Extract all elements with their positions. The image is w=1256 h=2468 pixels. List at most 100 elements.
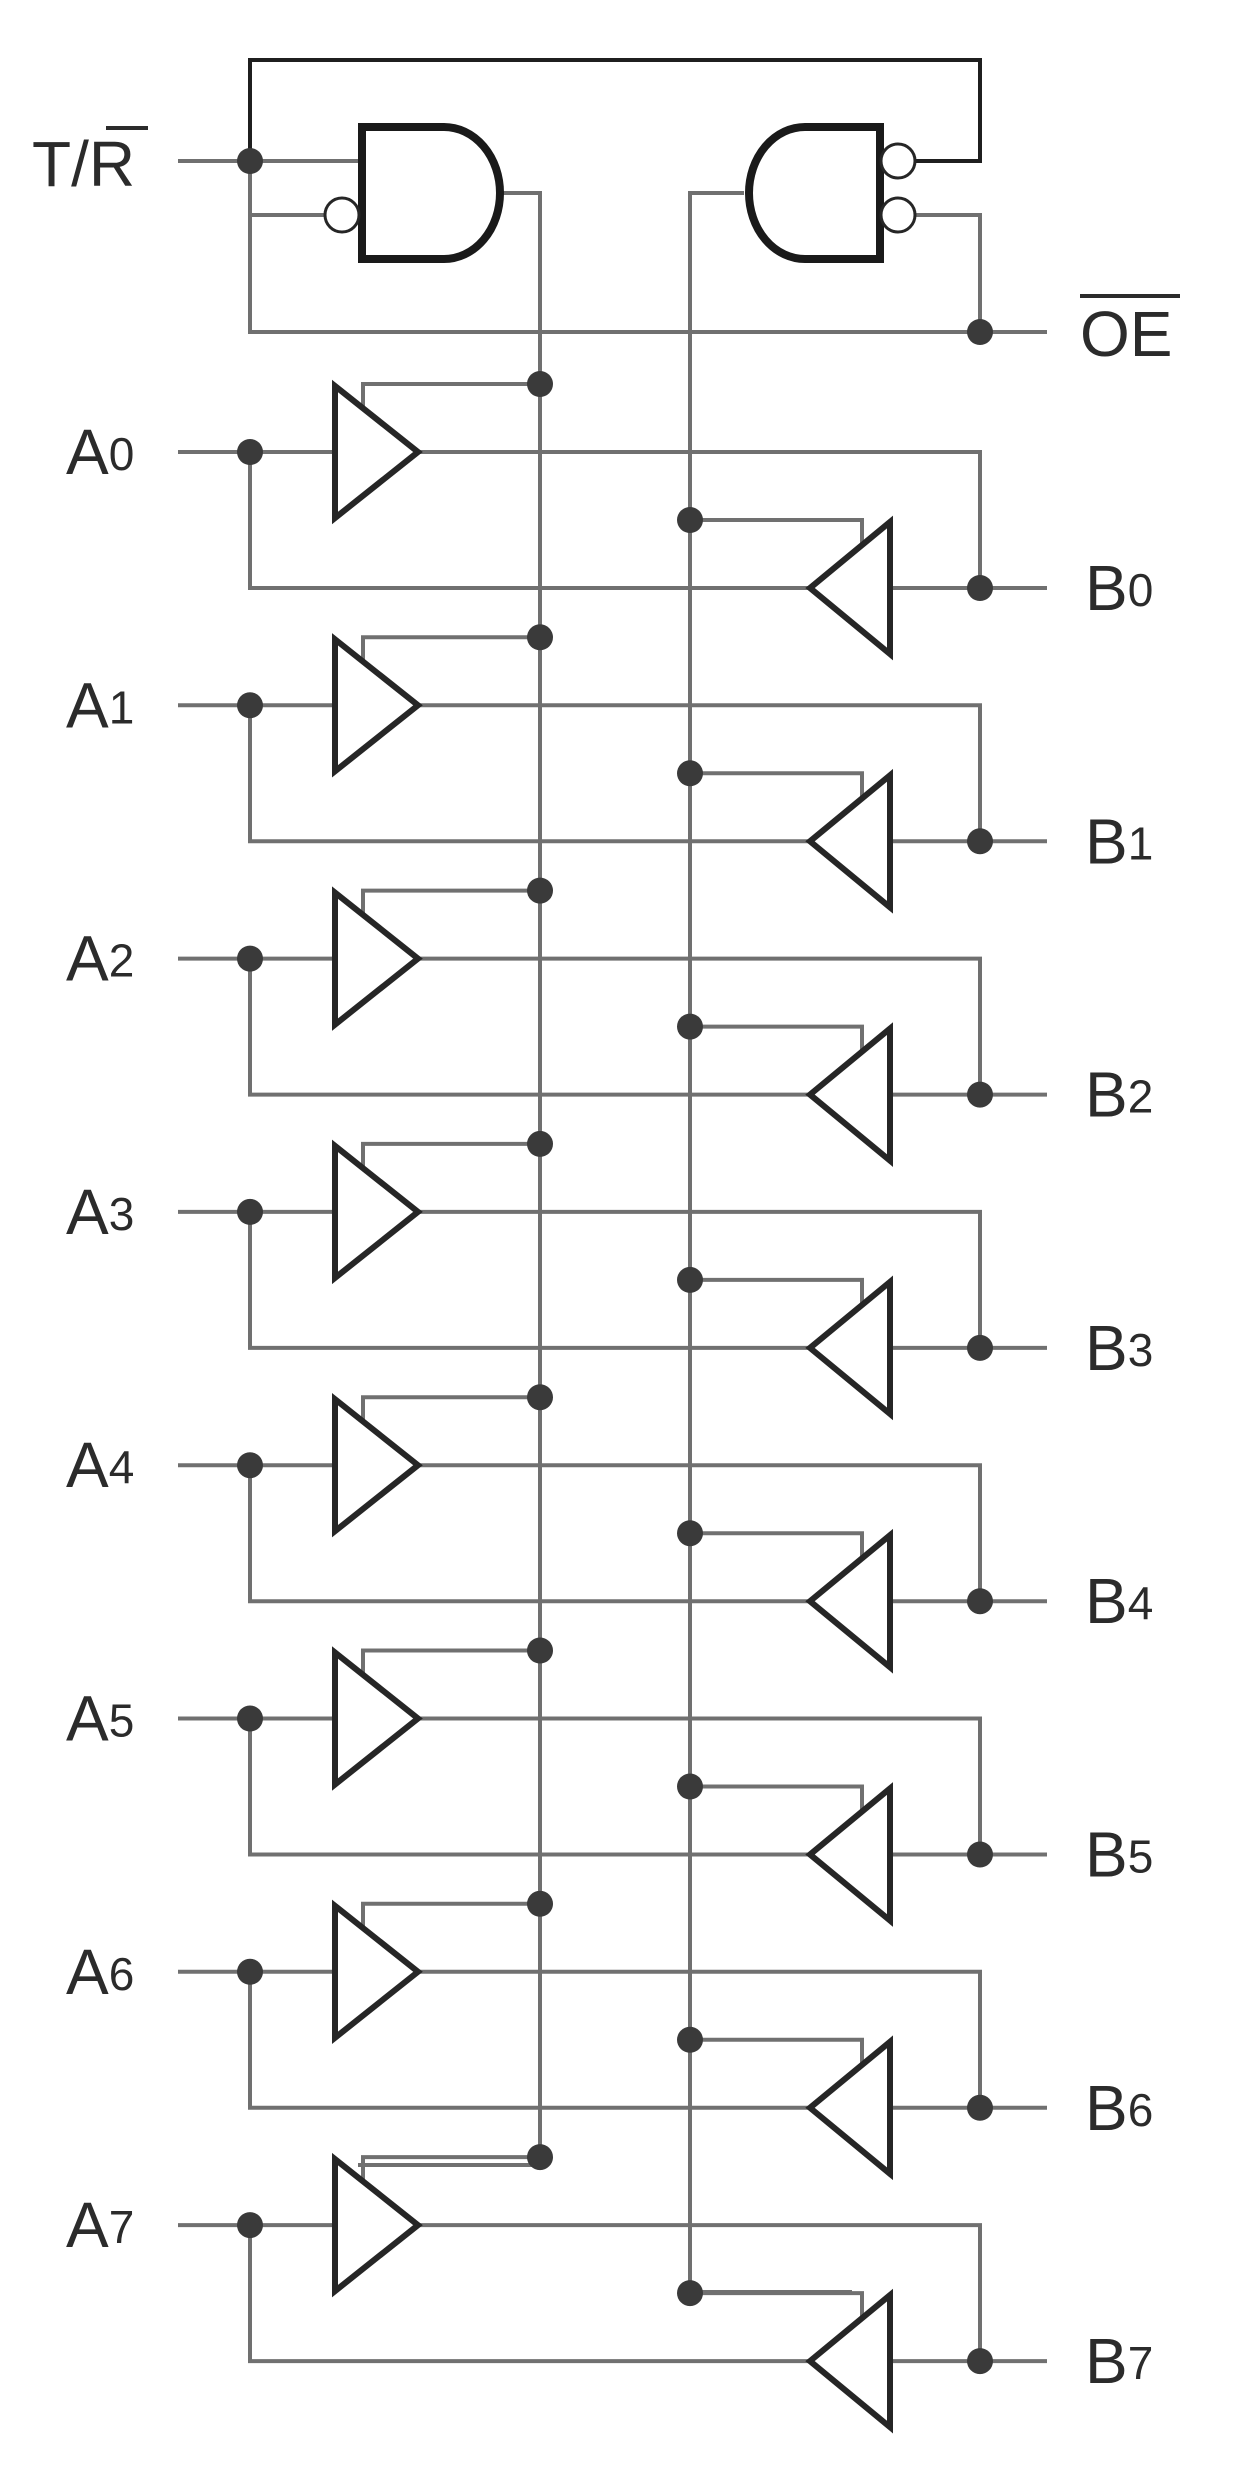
b-enable-wire [688, 2291, 864, 2326]
junction-dot [677, 1773, 703, 1800]
b-to-a-buffer-icon [805, 2035, 893, 2181]
junction-dot [237, 1958, 263, 1985]
b-to-a-wire [248, 1463, 812, 1604]
junction-dot [967, 828, 993, 855]
a-enable-wire [361, 382, 542, 416]
a-to-b-wire [416, 1209, 982, 1350]
a-to-b-buffer-icon [332, 633, 423, 778]
a-to-b-wire [416, 1716, 982, 1857]
b-port-label: B3 [1085, 1312, 1153, 1384]
inversion-bubble-icon [879, 142, 917, 180]
junction-dot [237, 439, 263, 465]
junction-dot [237, 2212, 263, 2239]
a-enable-wire [361, 1648, 542, 1683]
a-to-b-wire [416, 956, 982, 1097]
b-to-a-buffer-icon [805, 1022, 893, 1167]
b-to-a-buffer-icon [805, 1782, 893, 1927]
junction-dot [967, 1588, 993, 1615]
junction-dot [237, 1705, 263, 1732]
junction-dot [527, 624, 553, 651]
junction-dot [677, 2026, 703, 2053]
control-wiring [178, 58, 1047, 2294]
b-to-a-wire [248, 450, 812, 590]
a-to-b-buffer-icon [332, 1646, 423, 1791]
svg-text:T/R: T/R [32, 128, 135, 200]
a-port-label: A3 [66, 1176, 134, 1248]
junction-dot [967, 575, 993, 601]
junction-dot [677, 760, 703, 787]
inversion-bubble-icon [879, 196, 917, 234]
a-port-label: A5 [66, 1683, 134, 1755]
junction-dot [677, 2280, 703, 2307]
a-to-b-buffer-icon [332, 1139, 423, 1285]
a-enable-wire [361, 888, 542, 923]
a-port-label: A4 [66, 1429, 134, 1501]
junction-dot [527, 371, 553, 397]
svg-text:OE: OE [1080, 298, 1172, 370]
direction-label: T/R [32, 126, 148, 200]
a-to-b-buffer-icon [332, 2152, 423, 2298]
junction-dot [237, 945, 263, 972]
b-enable-wire [688, 2037, 864, 2072]
b-to-a-wire [248, 1716, 812, 1857]
a-port-label: A2 [66, 923, 134, 995]
a-to-b-buffer-icon [332, 1899, 423, 2045]
a-enable-wire [361, 1395, 542, 1430]
a-enable-wire [361, 2155, 542, 2190]
b-to-a-buffer-icon [805, 1528, 893, 1674]
a-to-b-wire [416, 2223, 982, 2364]
a-enable-wire [361, 1141, 542, 1176]
inversion-bubble-icon [323, 196, 361, 234]
b-enable-wire [688, 1784, 864, 1819]
b-enable-wire [688, 518, 864, 552]
junction-dot [967, 2094, 993, 2121]
b-to-a-wire [248, 956, 812, 1097]
a-to-b-wire [416, 703, 982, 844]
a-port-label: A1 [66, 669, 134, 741]
b-to-a-buffer-icon [805, 515, 893, 661]
b-to-a-buffer-icon [805, 768, 893, 914]
a-port-label: A0 [66, 416, 134, 488]
junction-dot [527, 1890, 553, 1917]
b-to-a-buffer-icon [805, 1275, 893, 1421]
junction-dot [967, 1334, 993, 1361]
b-port-label: B2 [1085, 1059, 1153, 1131]
a-enable-wire [361, 635, 542, 670]
b-enable-wire [688, 1277, 864, 1312]
b-enable-wire [688, 1024, 864, 1059]
output-enable-label: OE [1080, 294, 1180, 370]
junction-dot [677, 1013, 703, 1040]
b-to-a-wire [248, 1209, 812, 1350]
b-port-label: B6 [1085, 2072, 1153, 2144]
a-to-b-buffer-icon [332, 1392, 423, 1538]
b-to-a-wire [248, 703, 812, 844]
a-to-b-buffer-icon [332, 886, 423, 1031]
enable-a-to-b-gate [323, 123, 504, 263]
junction-dot [527, 877, 553, 904]
a-port-label: A6 [66, 1936, 134, 2008]
junction-dot [237, 1452, 263, 1479]
junction-dot [967, 1081, 993, 1108]
a-to-b-wire [416, 1463, 982, 1604]
b-port-label: B1 [1085, 805, 1153, 877]
junction-dot [527, 1384, 553, 1411]
a-enable-wire [361, 1901, 542, 1936]
b-port-label: B7 [1085, 2325, 1153, 2397]
b-enable-wire [688, 1531, 864, 1566]
junction-dot [527, 1130, 553, 1157]
junction-dot [527, 2144, 553, 2171]
b-port-label: B4 [1085, 1565, 1153, 1637]
control-junctions [237, 148, 993, 345]
b-to-a-buffer-icon [805, 2288, 893, 2434]
b-port-label: B0 [1085, 552, 1153, 624]
a-port-label: A7 [66, 2189, 134, 2261]
